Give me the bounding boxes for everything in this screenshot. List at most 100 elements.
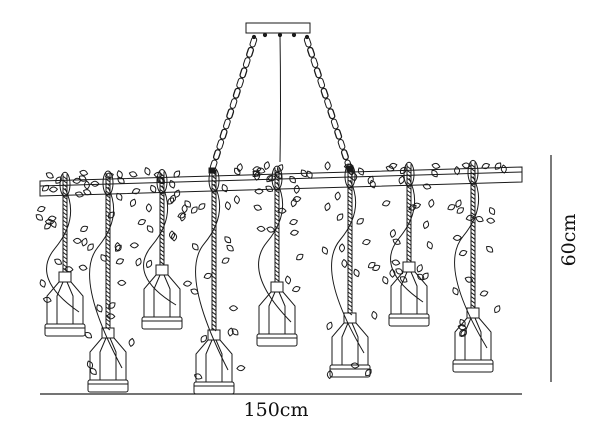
rope-twist (347, 299, 353, 304)
pendant-lamp (84, 170, 137, 393)
cage-bar (464, 317, 482, 360)
lamp-holder (101, 327, 115, 339)
pendant-lamp (447, 159, 501, 373)
cage-ring (44, 323, 86, 337)
rope-twist (62, 199, 68, 204)
ivy-leaf (191, 206, 198, 214)
rope-twist (105, 326, 111, 331)
ivy-vine (331, 179, 365, 354)
rope-twist (347, 287, 353, 292)
ivy-leaf (128, 337, 135, 347)
ivy-leaf (78, 175, 87, 182)
rope-twist (211, 307, 217, 312)
ivy-leaf (83, 180, 90, 190)
rope-twist (470, 208, 476, 212)
rope-twist (470, 232, 476, 236)
rope-twist (406, 241, 412, 246)
rope-twist (274, 269, 280, 274)
cage-ring (87, 379, 129, 393)
ivy-leaf (479, 290, 489, 297)
ivy-leaf (452, 234, 462, 241)
ivy-leaf (289, 229, 299, 236)
wooden-beam (39, 166, 523, 197)
ivy-leaf (351, 172, 358, 182)
chain-link (219, 128, 228, 140)
ivy-leaf (224, 236, 232, 244)
ivy-leaf (369, 179, 376, 189)
ivy-leaf (324, 161, 331, 171)
rope-twist (105, 242, 111, 247)
rope-twist (105, 182, 111, 187)
rope-twist (347, 247, 353, 252)
pendant-lamp (252, 165, 304, 347)
ivy-leaf (431, 162, 441, 169)
ivy-leaf (326, 321, 333, 331)
rope-twist (347, 251, 353, 256)
chain-link (303, 36, 312, 48)
rope-twist (211, 243, 217, 248)
rope-twist (347, 239, 353, 244)
rope-twist (105, 306, 111, 311)
cage-bar (341, 322, 359, 365)
rope-twist (159, 249, 165, 253)
rope-twist (211, 235, 217, 240)
ivy-leaf (356, 218, 364, 225)
rope-twist (406, 201, 412, 206)
rope-twist (470, 192, 476, 196)
ivy-leaf (106, 313, 116, 320)
rope-twist (470, 180, 476, 184)
rope-twist (211, 219, 217, 224)
rope-twist (211, 323, 217, 328)
rope-twist (274, 277, 280, 282)
cage-frame (258, 291, 296, 334)
cage-frame (46, 281, 84, 324)
rope-twist (274, 197, 280, 202)
cage-bar (153, 274, 171, 317)
ceiling-canopy (245, 22, 311, 34)
ivy-leaf (221, 183, 228, 193)
ivy-leaf (267, 175, 277, 182)
ivy-leaf (252, 166, 262, 173)
rope-twist (159, 237, 165, 241)
ivy-leaf (266, 175, 273, 183)
rope-twist (159, 193, 165, 197)
rope-twist (62, 251, 68, 256)
ivy-leaf (263, 161, 270, 171)
ivy-leaf (277, 207, 287, 214)
rope-twist (105, 266, 111, 271)
rope-twist (470, 248, 476, 252)
ivy-leaf (399, 166, 407, 175)
ivy-leaf (357, 167, 365, 176)
ivy-leaf (324, 202, 331, 212)
ivy-leaf (203, 272, 213, 279)
rope-twist (470, 164, 476, 168)
rope-twist (62, 179, 68, 184)
cage-ring (452, 359, 494, 373)
rope-twist (406, 193, 412, 198)
rope-twist (211, 303, 217, 308)
rope-twist (62, 255, 68, 260)
ivy-leaf (84, 331, 93, 339)
rope-twist (62, 243, 68, 248)
rope-twist (62, 195, 68, 200)
ivy-leaf (129, 242, 140, 249)
rope-twist (105, 202, 111, 207)
rope-twist (211, 295, 217, 300)
rope-twist (274, 205, 280, 210)
rope-twist (211, 291, 217, 296)
ivy-leaf (108, 211, 115, 219)
ivy-leaf (392, 238, 401, 245)
rope-twist (274, 201, 280, 206)
rope-twist (347, 207, 353, 212)
rope-loop (156, 168, 168, 194)
rope-twist (211, 259, 217, 264)
ivy-leaf (87, 243, 94, 251)
cage-ring (141, 316, 183, 330)
rope-twist (62, 263, 68, 268)
cage-bar (268, 291, 286, 334)
ivy-leaf (253, 171, 260, 181)
ivy-leaf (129, 198, 137, 208)
rope-twist (347, 243, 353, 248)
ivy-leaf (135, 257, 142, 267)
rope-twist (159, 245, 165, 249)
